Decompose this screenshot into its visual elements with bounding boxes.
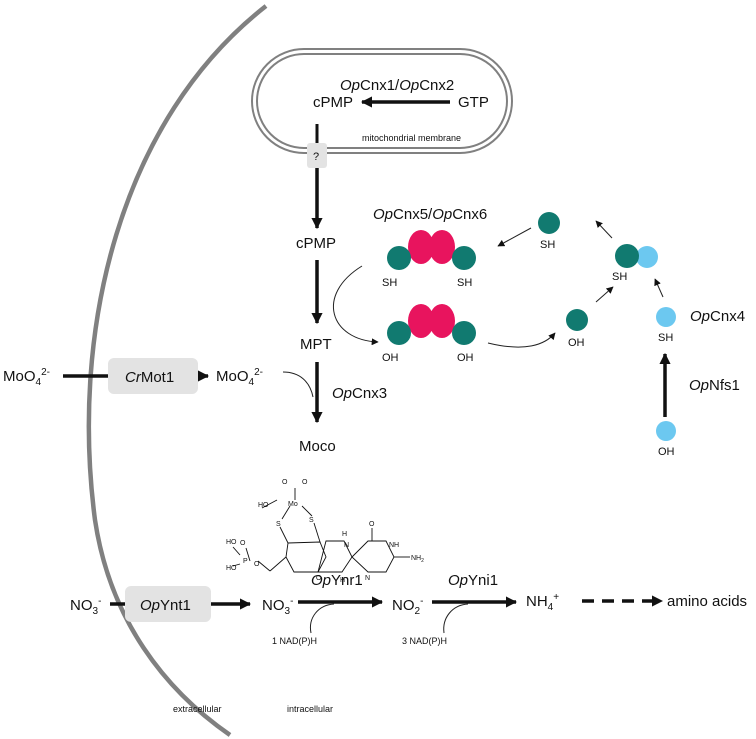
oh-to-complex-arrow xyxy=(595,286,614,303)
cpmp-label: cPMP xyxy=(296,235,336,252)
mpt-label: MPT xyxy=(300,336,332,353)
blue-sh-to-complex-arrow xyxy=(654,278,664,298)
no3-extracellular-label: NO3- xyxy=(70,596,101,617)
no2-label: NO2- xyxy=(392,596,423,617)
cnx4-label: OpCnx4 xyxy=(690,308,745,325)
moco-h-top: H xyxy=(342,531,347,538)
teal-oh-single-label: OH xyxy=(568,337,585,349)
cnx3-label: OpCnx3 xyxy=(332,385,387,402)
blue-oh-single xyxy=(656,421,676,441)
yni1-label: OpYni1 xyxy=(448,572,498,589)
cnx5-oh-left: OH xyxy=(382,352,399,364)
cnx4-transfer-complex xyxy=(615,244,658,268)
moco-s2: S xyxy=(309,517,314,524)
cnx5-sh-right: SH xyxy=(457,277,472,289)
moco-o-carbonyl: O xyxy=(369,521,375,528)
cnx5-sh-left: SH xyxy=(382,277,397,289)
intracellular-label: intracellular xyxy=(287,704,333,714)
mito-membrane-label: mitochondrial membrane xyxy=(362,133,461,143)
blue-oh-single-label: OH xyxy=(658,446,675,458)
mot1-label: CrMot1 xyxy=(125,369,174,386)
no3-intracellular-label: NO3- xyxy=(262,596,293,617)
unknown-transporter-label: ? xyxy=(313,151,319,163)
blue-sh-single-label: SH xyxy=(658,332,673,344)
moco-o2: O xyxy=(302,479,308,486)
cpmp-mito-label: cPMP xyxy=(313,94,353,111)
ynt1-label: OpYnt1 xyxy=(140,597,191,614)
moco-n-h-bottom: H xyxy=(340,577,345,584)
moco-n-ring: N xyxy=(344,542,349,549)
teal-sh-single xyxy=(538,212,560,234)
cnx5-cnx6-label: OpCnx5/OpCnx6 xyxy=(373,206,487,223)
ynt1-transporter xyxy=(125,586,211,622)
cpmp-to-mpt-curved-arrow xyxy=(333,265,379,346)
moo4-intracellular-label: MoO42- xyxy=(216,367,263,388)
nadph-1-curve xyxy=(309,603,335,634)
teal-sh-to-cnx5-arrow xyxy=(497,227,532,247)
blue-sh-single xyxy=(656,307,676,327)
nh4-label: NH4+ xyxy=(526,592,559,613)
unknown-transporter xyxy=(307,143,327,168)
cnx5-cnx6-complex-oh xyxy=(387,304,476,345)
moco-label: Moco xyxy=(299,438,336,455)
nfs1-label: OpNfs1 xyxy=(689,377,740,394)
moco-o-ring: O xyxy=(316,575,322,582)
teal-oh-single xyxy=(566,309,588,331)
moco-o-p-top: O xyxy=(240,540,246,547)
moco-structure xyxy=(232,488,410,573)
cnx1-cnx2-label: OpCnx1/OpCnx2 xyxy=(340,77,454,94)
moo4-extracellular-label: MoO42- xyxy=(3,367,50,388)
moco-o-ester: O xyxy=(254,561,260,568)
cell-membrane xyxy=(86,4,268,737)
moo4-insertion-arrow xyxy=(282,371,314,398)
transfer-complex-sh-label: SH xyxy=(612,271,627,283)
moco-o1: O xyxy=(282,479,288,486)
mot1-transporter xyxy=(108,358,198,394)
moco-nh2: NH2 xyxy=(411,555,424,564)
nadph-3-label: 3 NAD(P)H xyxy=(402,636,447,646)
moco-ho-p2: HO xyxy=(226,565,237,572)
moco-n-bottom: N xyxy=(365,575,370,582)
mitochondrion xyxy=(251,48,513,154)
moco-mo: Mo xyxy=(288,501,298,508)
nadph-3-curve xyxy=(443,603,469,634)
ynr1-label: OpYnr1 xyxy=(311,572,363,589)
moco-nh: NH xyxy=(389,542,399,549)
cnx5-oh-right: OH xyxy=(457,352,474,364)
complex-to-teal-sh-arrow xyxy=(595,220,613,239)
moco-ho-mo: HO xyxy=(258,502,269,509)
teal-sh-single-label: SH xyxy=(540,239,555,251)
nadph-1-label: 1 NAD(P)H xyxy=(272,636,317,646)
moco-s1: S xyxy=(276,521,281,528)
moco-ho-p1: HO xyxy=(226,539,237,546)
moco-p: P xyxy=(243,558,248,565)
extracellular-label: extracellular xyxy=(173,704,222,714)
amino-acids-label: amino acids xyxy=(667,593,747,610)
gtp-label: GTP xyxy=(458,94,489,111)
oh-to-single-arrow xyxy=(487,332,556,348)
cnx5-cnx6-complex-sh xyxy=(387,230,476,270)
